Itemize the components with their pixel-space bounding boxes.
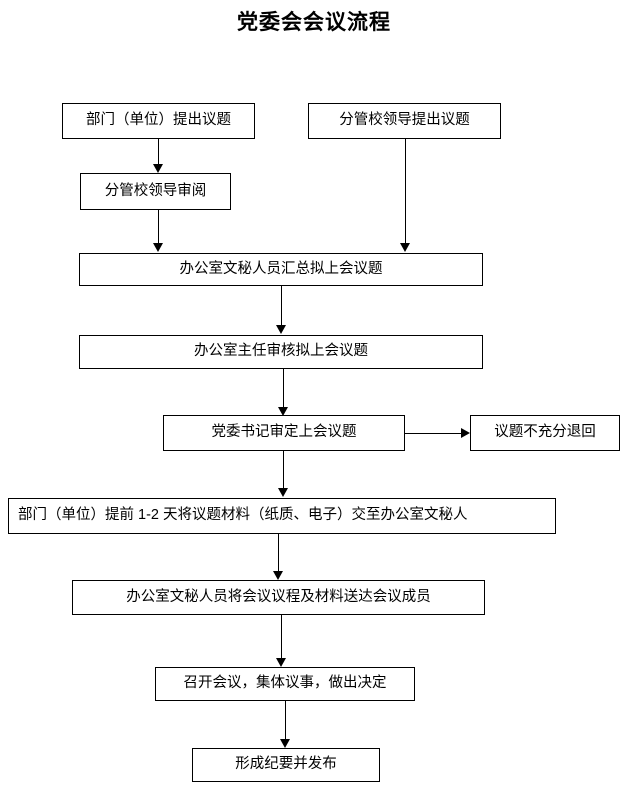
arrowhead-n5-n6 xyxy=(278,407,288,416)
flow-node-department-submits-materials[interactable]: 部门（单位）提前 1-2 天将议题材料（纸质、电子）交至办公室文秘人 xyxy=(8,498,556,534)
flow-node-party-secretary-approves-topics[interactable]: 党委书记审定上会议题 xyxy=(163,415,405,451)
flow-node-insufficient-topic-returned[interactable]: 议题不充分退回 xyxy=(470,415,620,451)
connector-n6-n8 xyxy=(283,451,284,490)
flow-node-produce-and-publish-minutes[interactable]: 形成纪要并发布 xyxy=(192,748,380,782)
flow-node-office-secretary-compiles-topics[interactable]: 办公室文秘人员汇总拟上会议题 xyxy=(79,253,483,286)
connector-n1-n3 xyxy=(158,139,159,167)
arrowhead-n6-n7 xyxy=(461,428,470,438)
flow-node-secretary-delivers-agenda[interactable]: 办公室文秘人员将会议议程及材料送达会议成员 xyxy=(72,580,485,615)
flow-node-hold-meeting-make-decisions[interactable]: 召开会议，集体议事，做出决定 xyxy=(155,667,415,701)
arrowhead-n8-n9 xyxy=(273,571,283,580)
connector-n2-n4 xyxy=(405,139,406,246)
arrowhead-n4-n5 xyxy=(276,325,286,334)
connector-n8-n9 xyxy=(278,534,279,574)
arrowhead-n9-n10 xyxy=(276,658,286,667)
arrowhead-n3-n4 xyxy=(153,243,163,252)
arrowhead-n10-n11 xyxy=(280,739,290,748)
connector-n9-n10 xyxy=(281,615,282,663)
flow-node-office-director-reviews-topics[interactable]: 办公室主任审核拟上会议题 xyxy=(79,335,483,369)
connector-n6-n7 xyxy=(405,433,463,434)
arrowhead-n6-n8 xyxy=(278,488,288,497)
connector-n10-n11 xyxy=(285,701,286,744)
connector-n4-n5 xyxy=(281,286,282,328)
page-title: 党委会会议流程 xyxy=(237,10,391,34)
flow-node-department-proposes-topic[interactable]: 部门（单位）提出议题 xyxy=(62,103,255,139)
connector-n5-n6 xyxy=(283,369,284,411)
arrowhead-n1-n3 xyxy=(153,164,163,173)
connector-n3-n4 xyxy=(158,210,159,246)
flow-node-vice-president-review[interactable]: 分管校领导审阅 xyxy=(80,173,231,210)
flow-node-vice-president-proposes-topic[interactable]: 分管校领导提出议题 xyxy=(308,103,501,139)
arrowhead-n2-n4 xyxy=(400,243,410,252)
